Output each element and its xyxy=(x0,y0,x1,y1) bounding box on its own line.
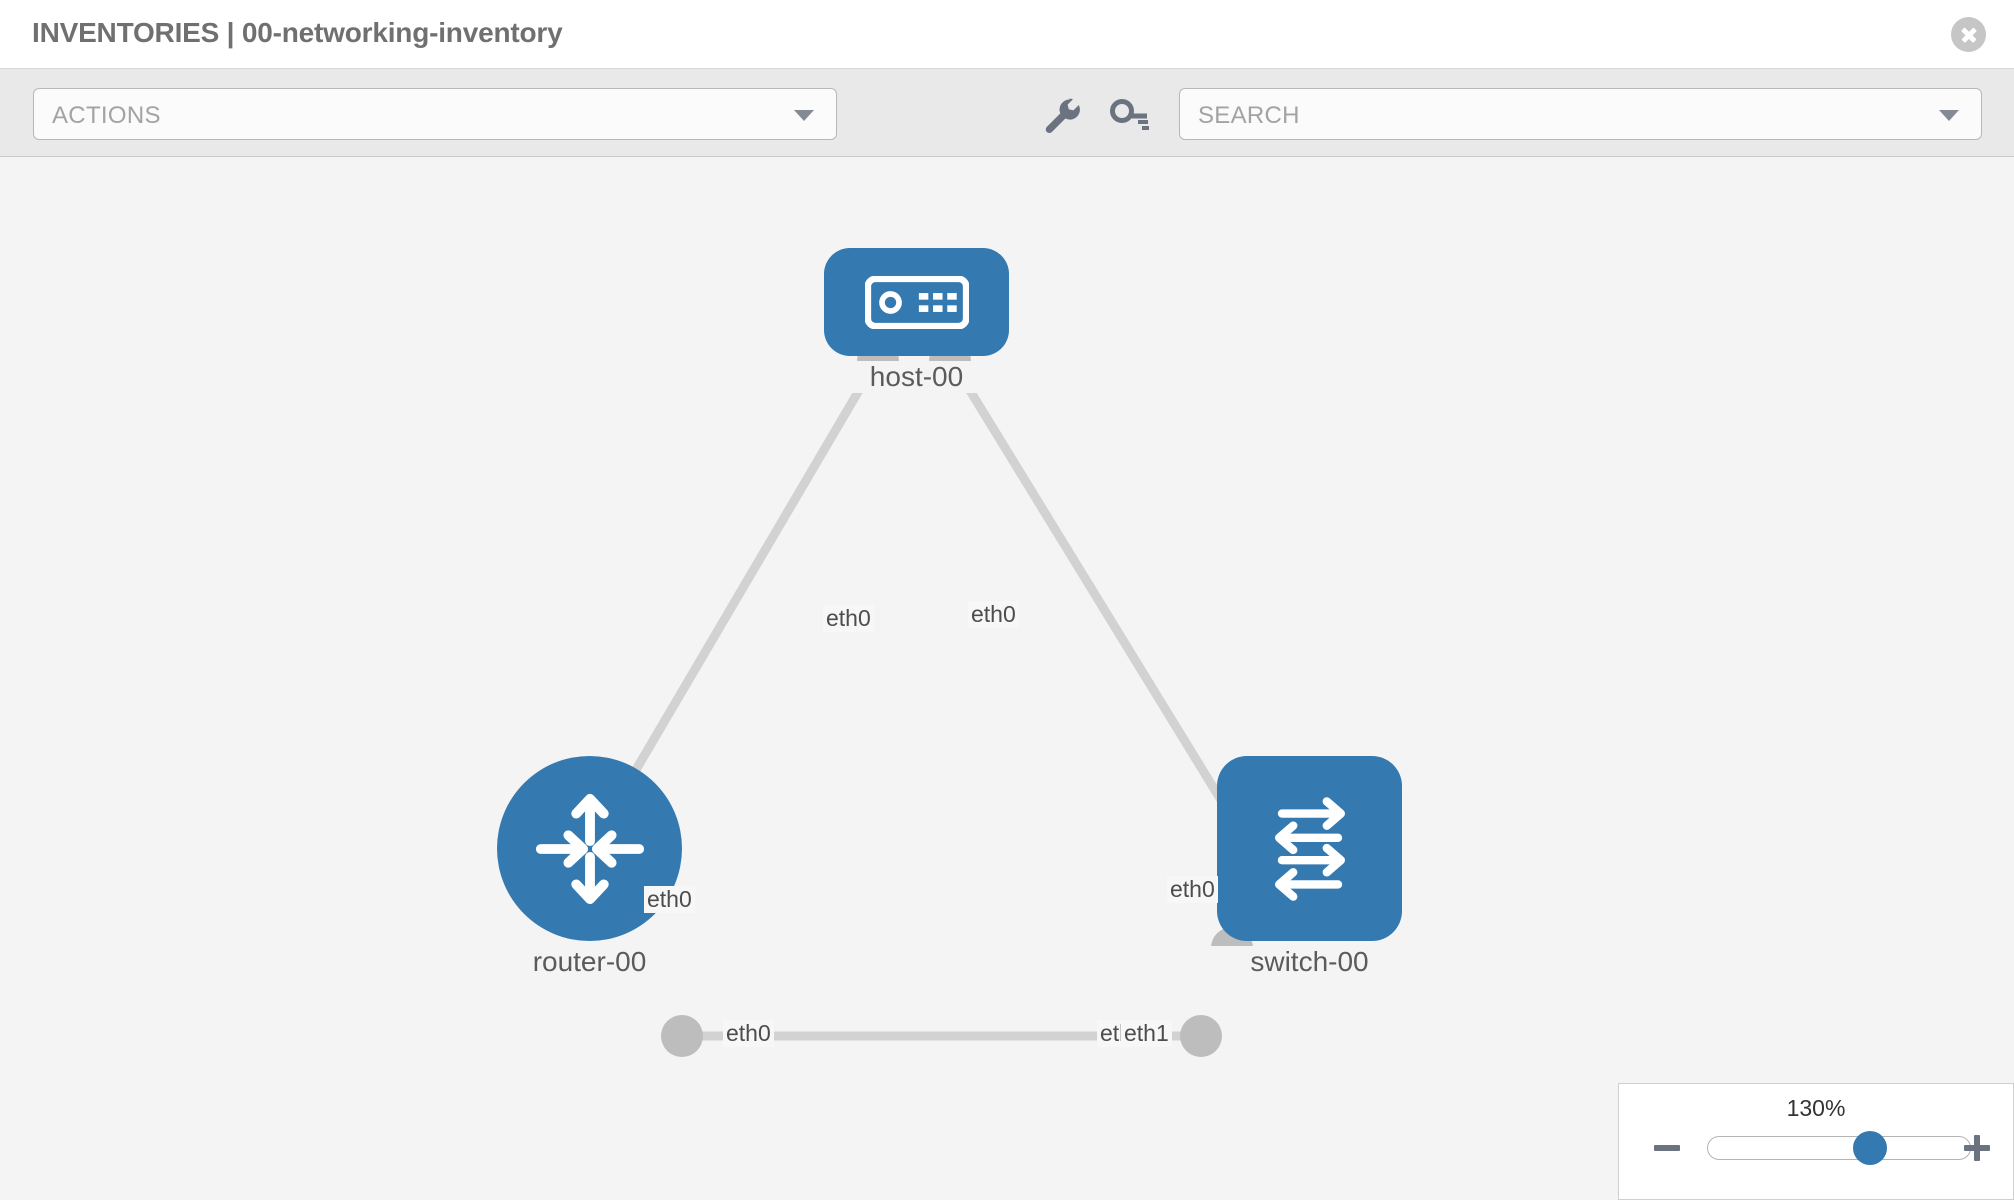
topology-canvas[interactable]: host-00 xyxy=(0,158,2014,1200)
zoom-out-button[interactable] xyxy=(1652,1133,1682,1163)
node-switch-00-shape[interactable] xyxy=(1217,756,1402,941)
zoom-slider-thumb[interactable] xyxy=(1853,1131,1888,1165)
node-router-00-shape[interactable] xyxy=(497,756,682,941)
chevron-down-icon xyxy=(1939,110,1959,121)
zoom-in-button[interactable] xyxy=(1962,1133,1992,1163)
iface-label-host-right: eth0 xyxy=(968,601,1019,628)
iface-label-host-left: eth0 xyxy=(823,605,874,632)
connector-knob[interactable] xyxy=(661,1015,703,1057)
toolbar: ACTIONS SEARCH xyxy=(0,69,2014,157)
wrench-icon[interactable] xyxy=(1040,94,1082,136)
edge-host-router xyxy=(586,355,882,851)
actions-dropdown[interactable]: ACTIONS xyxy=(33,88,837,140)
switch-arrows-icon xyxy=(1274,796,1345,901)
iface-label-switch-left: eth1 xyxy=(1121,1020,1172,1047)
node-host-00-shape[interactable] xyxy=(824,248,1009,356)
router-arrows-icon xyxy=(535,793,644,904)
zoom-slider-track[interactable] xyxy=(1707,1131,1971,1165)
zoom-level-value: 130% xyxy=(1786,1095,1846,1121)
iface-label-router-right: eth0 xyxy=(723,1020,774,1047)
iface-label-switch-up: eth0 xyxy=(1167,876,1218,903)
node-router-00-label: router-00 xyxy=(467,946,712,978)
close-icon[interactable] xyxy=(1951,17,1986,52)
connector-knob[interactable] xyxy=(1180,1015,1222,1057)
node-host-00-label: host-00 xyxy=(794,361,1039,393)
chevron-down-icon xyxy=(794,110,814,121)
edge-host-switch xyxy=(946,355,1236,821)
topology-graph: host-00 xyxy=(0,158,2014,1200)
actions-dropdown-label: ACTIONS xyxy=(52,102,161,129)
search-input-value: SEARCH xyxy=(1198,102,1300,129)
node-switch-00-label: switch-00 xyxy=(1187,946,1432,978)
page-header: INVENTORIES | 00-networking-inventory xyxy=(0,0,2014,69)
key-icon[interactable] xyxy=(1108,94,1150,136)
page-title: INVENTORIES | 00-networking-inventory xyxy=(32,17,563,48)
search-input[interactable]: SEARCH xyxy=(1179,88,1982,140)
iface-label-router-up: eth0 xyxy=(644,886,695,913)
server-device-icon xyxy=(864,275,969,329)
zoom-control-panel: 130% xyxy=(1618,1083,2014,1200)
